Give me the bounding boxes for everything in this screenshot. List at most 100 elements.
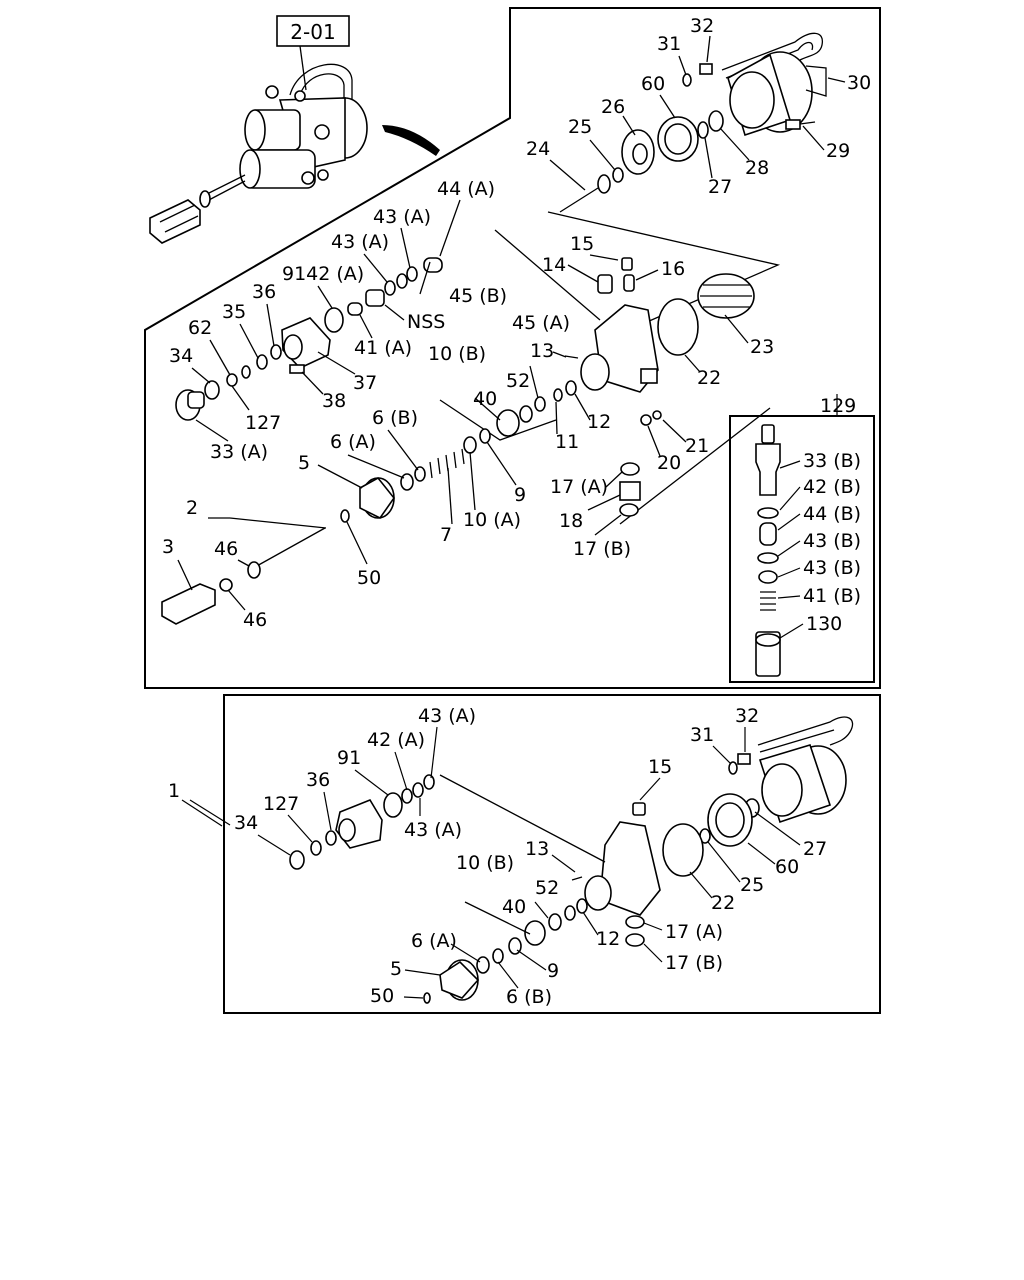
seal-60-lower [707,793,753,847]
spring-7 [429,448,465,479]
label-38: 38 [322,390,346,412]
label-10b: 10 (B) [428,343,486,365]
label-lower-1: 1 [168,780,180,802]
label-60: 60 [641,73,665,95]
label-10a: 10 (A) [463,509,521,531]
label-lower-17a: 17 (A) [665,921,723,943]
label-lower-5: 5 [390,958,402,980]
label-15: 15 [570,233,594,255]
label-lower-13: 13 [525,838,549,860]
bolt-32 [699,63,713,75]
label-lower-42a: 42 (A) [367,729,425,751]
washer-25 [612,167,624,183]
label-lower-60: 60 [775,856,799,878]
label-32: 32 [690,15,714,37]
label-lower-40: 40 [502,896,526,918]
label-37: 37 [353,372,377,394]
ring-28 [708,110,724,132]
label-52: 52 [506,370,530,392]
label-35: 35 [222,301,246,323]
ref-box [276,15,350,47]
label-lower-127: 127 [263,793,299,815]
label-lower-10b: 10 (B) [456,852,514,874]
label-9142a: 9142 (A) [282,263,364,285]
label-5: 5 [298,452,310,474]
lower-housing [757,716,854,824]
view-arrow [382,125,440,156]
label-12: 12 [587,411,611,433]
lower-section-frame [223,694,881,1014]
inset-labels: 129 33 (B) 42 (B) 44 (B) 43 (B) 43 (B) 4… [803,395,861,635]
cover-lower [335,799,383,849]
piston-5 [359,476,395,520]
label-50: 50 [357,567,381,589]
seal-60 [657,116,699,162]
valve-body [580,257,659,393]
label-127: 127 [245,412,281,434]
oring-9142a [324,307,344,333]
label-lower-17b: 17 (B) [665,952,723,974]
label-lower-15: 15 [648,756,672,778]
lower-leaders [181,726,801,999]
spring-44a [423,257,443,273]
label-3: 3 [162,536,174,558]
label-lower-12: 12 [596,928,620,950]
label-lower-31: 31 [690,724,714,746]
label-36: 36 [252,281,276,303]
label-44a: 44 (A) [437,178,495,200]
rod-24 [559,174,611,213]
label-33a: 33 (A) [210,441,268,463]
lower-labels: 43 (A) 32 42 (A) 31 91 36 127 1 34 43 (A… [168,705,827,1008]
label-25: 25 [568,116,592,138]
upper-labels: 32 31 30 29 28 27 26 60 25 24 44 (A) 43 … [162,15,871,631]
nut-18 [619,481,641,501]
valve-body-lower [584,802,661,916]
label-lower-27: 27 [803,838,827,860]
assembly-thumbnail [149,63,368,244]
label-7: 7 [440,524,452,546]
label-41b: 41 (B) [803,585,861,607]
pushrod-2 [254,527,326,568]
label-13: 13 [530,340,554,362]
inset-stack [755,424,781,677]
label-lower-25: 25 [740,874,764,896]
housing-30 [721,32,823,137]
label-129: 129 [820,395,856,417]
label-21: 21 [685,435,709,457]
label-43b-1: 43 (B) [803,530,861,552]
label-26: 26 [601,96,625,118]
label-43b-2: 43 (B) [803,557,861,579]
label-lower-36: 36 [306,769,330,791]
label-2: 2 [186,497,198,519]
label-lower-6b: 6 (B) [506,986,552,1008]
label-lower-32: 32 [735,705,759,727]
ref-box-label: 2-01 [290,20,335,44]
label-41a: 41 (A) [354,337,412,359]
label-29: 29 [826,140,850,162]
label-45b: 45 (B) [449,285,507,307]
label-24: 24 [526,138,550,160]
label-lower-52: 52 [535,877,559,899]
inset-leaders [777,394,838,639]
label-lower-34: 34 [234,812,258,834]
washer-31 [682,73,692,87]
label-6a: 6 (A) [330,431,376,453]
boot-23 [697,273,755,319]
label-16: 16 [661,258,685,280]
label-43a-2: 43 (A) [331,231,389,253]
label-lower-91: 91 [337,747,361,769]
label-23: 23 [750,336,774,358]
label-lower-22: 22 [711,892,735,914]
label-17a: 17 (A) [550,476,608,498]
oring-22 [657,298,699,356]
clevis-3 [161,583,216,625]
label-31: 31 [657,33,681,55]
ring-27 [697,121,709,139]
label-lower-50: 50 [370,985,394,1007]
label-14: 14 [542,254,566,276]
label-9: 9 [514,484,526,506]
label-44b: 44 (B) [803,503,861,525]
label-lower-9: 9 [547,960,559,982]
label-nss: NSS [407,311,445,333]
